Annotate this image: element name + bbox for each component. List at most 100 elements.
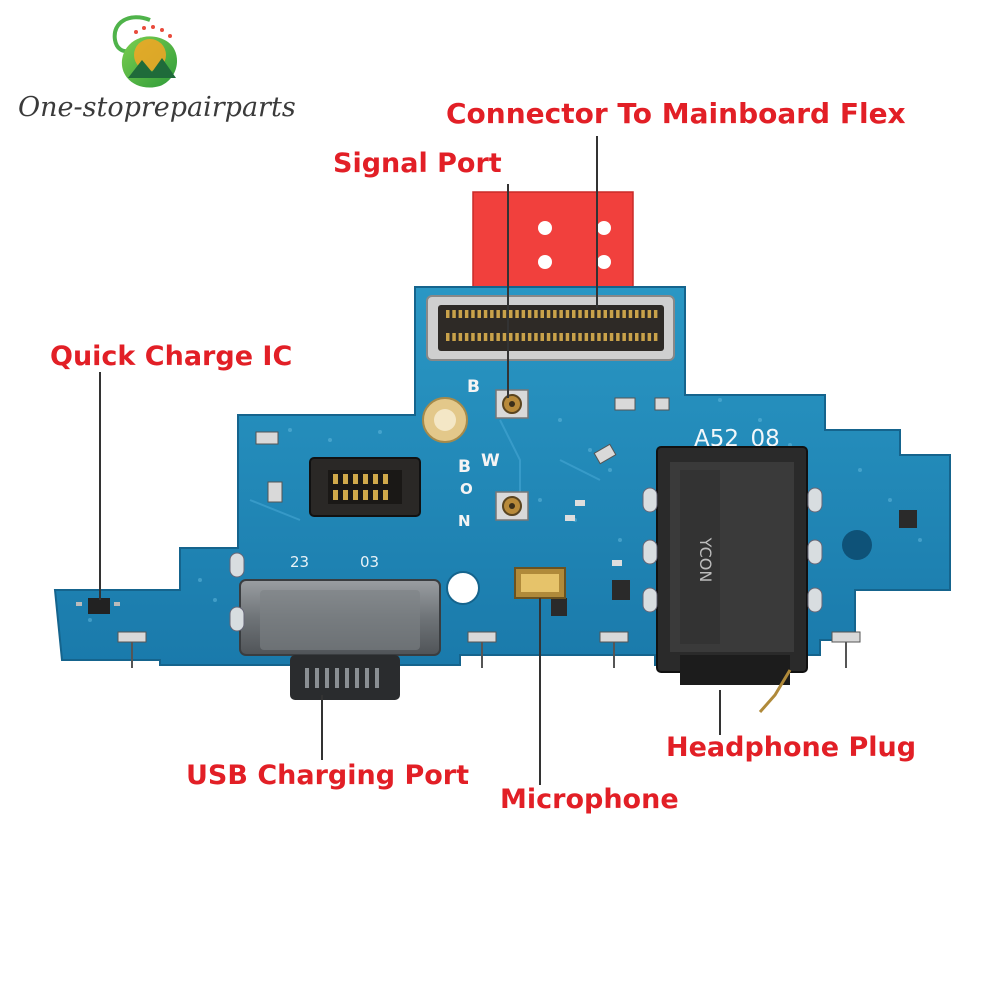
connector-pin — [597, 310, 601, 318]
connector-pin — [590, 310, 595, 318]
connector-pin — [553, 333, 557, 341]
connector-pin — [446, 310, 450, 318]
connector-pin — [515, 310, 519, 318]
connector-pin — [540, 310, 544, 318]
connector-pin — [622, 333, 626, 341]
solder-legs — [117, 631, 861, 668]
mount-hole — [422, 397, 468, 443]
connector-pin — [641, 310, 645, 318]
mark-23: 23 — [290, 553, 309, 571]
connector-pin — [578, 333, 582, 341]
connector-pin — [572, 310, 576, 318]
board-holes — [446, 530, 872, 605]
smd-components — [255, 397, 917, 616]
mark-b2: B — [458, 457, 471, 477]
connector-pin — [653, 310, 658, 318]
connector-pin — [584, 333, 589, 341]
callout-connector: Connector To Mainboard Flex — [446, 97, 906, 130]
connector-pin — [509, 333, 513, 341]
mark-03: 03 — [360, 553, 379, 571]
mark-w: W — [481, 451, 500, 471]
connector-pin — [635, 310, 639, 318]
connector-pin — [452, 333, 456, 341]
callout-microphone: Microphone — [500, 784, 679, 815]
connector-pin — [527, 333, 532, 341]
connector-pin — [483, 333, 488, 341]
callout-quick-charge-ic: Quick Charge IC — [50, 341, 293, 372]
connector-pin — [628, 333, 633, 341]
connector-pin — [609, 333, 614, 341]
connector-pin — [641, 333, 645, 341]
connector-pin — [546, 310, 551, 318]
callout-usb-port: USB Charging Port — [186, 760, 470, 791]
connector-pin — [490, 333, 494, 341]
connector-pin — [553, 310, 557, 318]
connector-pin — [565, 310, 570, 318]
small-flex-connector — [309, 457, 421, 517]
connector-pin — [502, 333, 507, 341]
connector-pin — [521, 333, 526, 341]
connector-pin — [635, 333, 639, 341]
connector-pin — [622, 310, 626, 318]
connector-pin — [509, 310, 513, 318]
connector-pin — [559, 333, 563, 341]
connector-pin — [603, 310, 607, 318]
connector-pin — [647, 310, 652, 318]
connector-pin — [603, 333, 607, 341]
microphone-component — [514, 567, 566, 599]
connector-pin — [464, 310, 469, 318]
connector-pin — [590, 333, 595, 341]
side-pads — [229, 487, 823, 632]
connector-pin — [452, 310, 456, 318]
connector-pin — [477, 333, 481, 341]
headphone-jack: YCON — [656, 446, 808, 713]
connector-pin — [616, 310, 620, 318]
connector-pin — [609, 310, 614, 318]
connector-pin — [559, 310, 563, 318]
callout-headphone-plug: Headphone Plug — [666, 732, 917, 763]
connector-pin — [477, 310, 481, 318]
mark-b1: B — [467, 377, 480, 397]
mark-n: N — [458, 512, 471, 530]
signal-port — [495, 389, 529, 419]
connector-pin — [546, 333, 551, 341]
mark-o: O — [460, 480, 473, 498]
connector-pin — [578, 310, 582, 318]
connector-pin — [458, 310, 463, 318]
connector-pin — [597, 333, 601, 341]
connector-pin — [616, 333, 620, 341]
connector-pin — [540, 333, 544, 341]
brand-name: One-stoprepairparts — [18, 92, 296, 123]
connector-pin — [584, 310, 589, 318]
connector-pin — [647, 333, 652, 341]
connector-pin — [471, 333, 475, 341]
connector-pin — [483, 310, 488, 318]
connector-pin — [572, 333, 576, 341]
quick-charge-ic — [76, 598, 120, 614]
jack-marking: YCON — [696, 537, 715, 583]
connector-pin — [464, 333, 469, 341]
callout-signal-port: Signal Port — [333, 148, 502, 179]
board-to-board-connector — [426, 295, 675, 361]
connector-pin — [458, 333, 463, 341]
connector-pin — [521, 310, 526, 318]
connector-pin — [446, 333, 450, 341]
signal-port-2 — [495, 491, 529, 521]
connector-pin — [515, 333, 519, 341]
leader-lines — [99, 136, 721, 785]
connector-pin — [527, 310, 532, 318]
connector-pin — [496, 333, 500, 341]
silkscreen-marks: B W B O N — [458, 377, 500, 530]
usb-c-port — [239, 579, 441, 700]
connector-pin — [628, 310, 633, 318]
brand-logo — [112, 15, 178, 88]
connector-pin — [502, 310, 507, 318]
connector-pin — [490, 310, 494, 318]
connector-pin — [496, 310, 500, 318]
connector-pin — [565, 333, 570, 341]
connector-pin — [471, 310, 475, 318]
connector-pin — [534, 310, 538, 318]
connector-pin — [534, 333, 538, 341]
